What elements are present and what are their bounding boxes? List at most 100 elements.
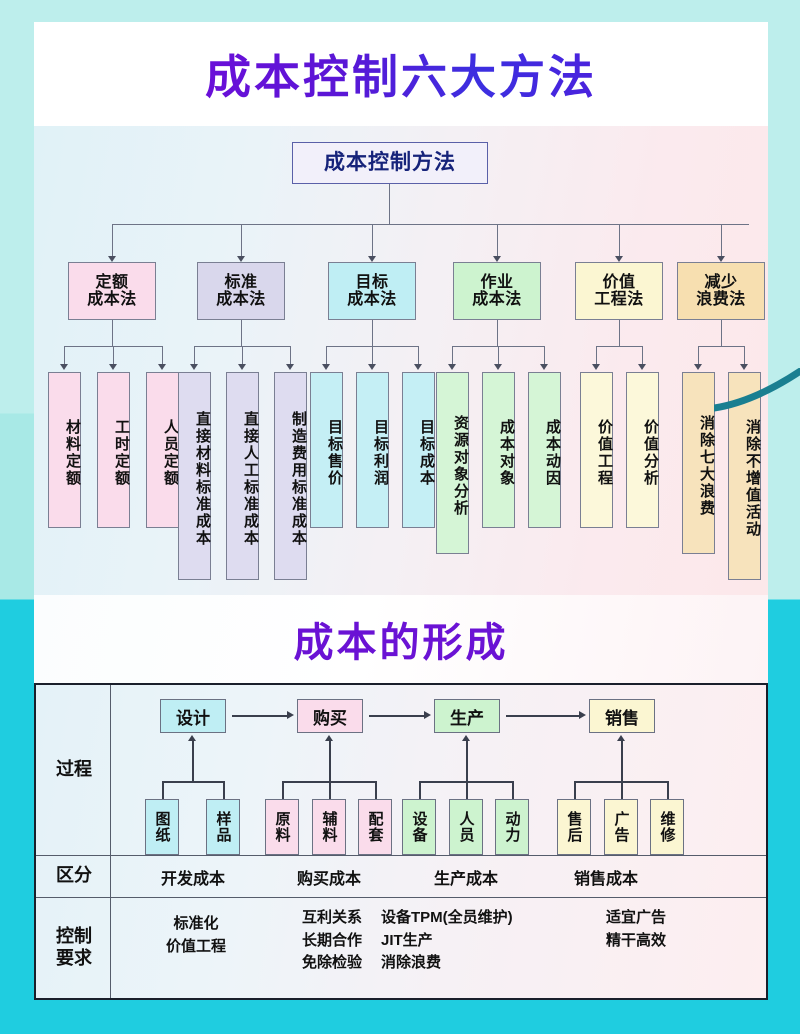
design-bus bbox=[162, 781, 224, 783]
leaf-node-resource-object-analysis[interactable]: 资源对象分析 bbox=[436, 372, 469, 554]
purchase-drop-1 bbox=[282, 781, 284, 799]
production-stem bbox=[466, 741, 468, 781]
leaf-node-hour-quota[interactable]: 工时定额 bbox=[97, 372, 130, 528]
control-requirements-sales: 适宜广告 精干高效 bbox=[605, 909, 666, 949]
section2-title-band: 成本的形成 bbox=[34, 595, 768, 683]
stage-node-purchase[interactable]: 购买 bbox=[297, 699, 363, 733]
b4-stem bbox=[497, 320, 498, 346]
stage-node-production[interactable]: 生产 bbox=[434, 699, 500, 733]
stage-node-design[interactable]: 设计 bbox=[160, 699, 226, 733]
sales-stem-arrow bbox=[617, 735, 625, 741]
b4-drop-3 bbox=[544, 346, 545, 366]
branch-6-line2: 浪费法 bbox=[696, 291, 746, 308]
child-node-personnel[interactable]: 人员 bbox=[449, 799, 483, 855]
b3-drop-1 bbox=[326, 346, 327, 366]
arrow-purchase-to-production-head bbox=[424, 711, 431, 719]
leaf-node-eliminate-non-value-added[interactable]: 消除不增值活动 bbox=[728, 372, 761, 580]
leaf-node-direct-labor-standard-cost[interactable]: 直接人工标准成本 bbox=[226, 372, 259, 580]
b1-arrow-3 bbox=[158, 364, 166, 370]
leaf-node-target-price[interactable]: 目标售价 bbox=[310, 372, 343, 528]
leaf-node-target-profit[interactable]: 目标利润 bbox=[356, 372, 389, 528]
b2-arrow-3 bbox=[286, 364, 294, 370]
arrow-production-to-sales bbox=[506, 715, 580, 717]
leaf-node-cost-driver[interactable]: 成本动因 bbox=[528, 372, 561, 528]
design-drop-2 bbox=[223, 781, 225, 799]
branch-1-line1: 定额 bbox=[95, 273, 129, 291]
branch-arrow-5 bbox=[615, 256, 623, 262]
label-column-divider bbox=[110, 685, 111, 998]
stage-node-sales[interactable]: 销售 bbox=[589, 699, 655, 733]
branch-node-1[interactable]: 定额 成本法 bbox=[68, 262, 156, 320]
cyan-left-band bbox=[0, 0, 34, 1034]
design-stem bbox=[192, 741, 194, 781]
b4-arrow-3 bbox=[540, 364, 548, 370]
child-node-after-sales[interactable]: 售后 bbox=[557, 799, 591, 855]
child-node-maintenance[interactable]: 维修 bbox=[650, 799, 684, 855]
production-stem-arrow bbox=[462, 735, 470, 741]
branch-2-line2: 成本法 bbox=[216, 291, 266, 308]
leaf-node-manufacturing-overhead-standard-cost[interactable]: 制造费用标准成本 bbox=[274, 372, 307, 580]
section1-title-band: 成本控制六大方法 bbox=[34, 22, 768, 126]
control-requirements-production: 设备TPM(全员维护) JIT生产 消除浪费 bbox=[381, 909, 513, 971]
cost-control-methods-diagram: 成本控制方法 定额 成本法 标准 成本法 目标 成本法 作业 bbox=[34, 126, 768, 595]
child-node-matching-parts[interactable]: 配套 bbox=[358, 799, 392, 855]
leaf-node-value-engineering[interactable]: 价值工程 bbox=[580, 372, 613, 528]
b1-arrow-2 bbox=[109, 364, 117, 370]
branch-node-6[interactable]: 减少 浪费法 bbox=[677, 262, 765, 320]
child-node-drawing[interactable]: 图纸 bbox=[145, 799, 179, 855]
branch-stem-6 bbox=[721, 224, 722, 258]
branch-stem-1 bbox=[112, 224, 113, 258]
control-requirements-design: 标准化 价值工程 bbox=[165, 915, 226, 955]
arrow-design-to-purchase bbox=[232, 715, 288, 717]
child-node-power[interactable]: 动力 bbox=[495, 799, 529, 855]
design-drop-1 bbox=[162, 781, 164, 799]
b6-arrow-1 bbox=[694, 364, 702, 370]
branch-node-5[interactable]: 价值 工程法 bbox=[575, 262, 663, 320]
branch-4-line1: 作业 bbox=[480, 273, 514, 291]
leaf-node-target-cost[interactable]: 目标成本 bbox=[402, 372, 435, 528]
row-label-category: 区分 bbox=[56, 865, 92, 886]
b6-arrow-2 bbox=[740, 364, 748, 370]
purchase-stem bbox=[329, 741, 331, 781]
child-node-auxiliary-material[interactable]: 辅料 bbox=[312, 799, 346, 855]
arrow-purchase-to-production bbox=[369, 715, 425, 717]
leaf-node-direct-material-standard-cost[interactable]: 直接材料标准成本 bbox=[178, 372, 211, 580]
production-drop-3 bbox=[512, 781, 514, 799]
leaf-node-cost-object[interactable]: 成本对象 bbox=[482, 372, 515, 528]
leaf-node-value-analysis[interactable]: 价值分析 bbox=[626, 372, 659, 528]
branch-arrow-6 bbox=[717, 256, 725, 262]
b2-arrow-2 bbox=[238, 364, 246, 370]
purchase-drop-2 bbox=[329, 781, 331, 799]
b6-drop-1 bbox=[698, 346, 699, 366]
b4-arrow-2 bbox=[494, 364, 502, 370]
b1-stem bbox=[112, 320, 113, 346]
b3-arrow-3 bbox=[414, 364, 422, 370]
b3-arrow-2 bbox=[368, 364, 376, 370]
sales-drop-2 bbox=[621, 781, 623, 799]
leaf-node-material-quota[interactable]: 材料定额 bbox=[48, 372, 81, 528]
branch-stem-3 bbox=[372, 224, 373, 258]
branch-node-3[interactable]: 目标 成本法 bbox=[328, 262, 416, 320]
b5-bus bbox=[596, 346, 642, 347]
child-node-sample[interactable]: 样品 bbox=[206, 799, 240, 855]
branch-5-line1: 价值 bbox=[602, 273, 636, 291]
child-node-raw-material[interactable]: 原料 bbox=[265, 799, 299, 855]
category-sales-cost: 销售成本 bbox=[573, 871, 638, 888]
control-requirements-purchase: 互利关系 长期合作 免除检验 bbox=[301, 909, 362, 971]
row-label-control-line1: 控制 bbox=[56, 925, 92, 946]
b5-arrow-1 bbox=[592, 364, 600, 370]
branch-node-4[interactable]: 作业 成本法 bbox=[453, 262, 541, 320]
branch-node-2[interactable]: 标准 成本法 bbox=[197, 262, 285, 320]
child-node-equipment[interactable]: 设备 bbox=[402, 799, 436, 855]
production-drop-2 bbox=[466, 781, 468, 799]
category-purchase-cost: 购买成本 bbox=[296, 871, 361, 888]
leaf-node-eliminate-seven-wastes[interactable]: 消除七大浪费 bbox=[682, 372, 715, 554]
arrow-design-to-purchase-head bbox=[287, 711, 294, 719]
leaf-node-personnel-quota[interactable]: 人员定额 bbox=[146, 372, 179, 528]
root-node-cost-control-method[interactable]: 成本控制方法 bbox=[292, 142, 488, 184]
b6-drop-2 bbox=[744, 346, 745, 366]
child-node-advertising[interactable]: 广告 bbox=[604, 799, 638, 855]
branch-arrow-3 bbox=[368, 256, 376, 262]
b2-drop-3 bbox=[290, 346, 291, 366]
root-stem bbox=[389, 184, 390, 224]
